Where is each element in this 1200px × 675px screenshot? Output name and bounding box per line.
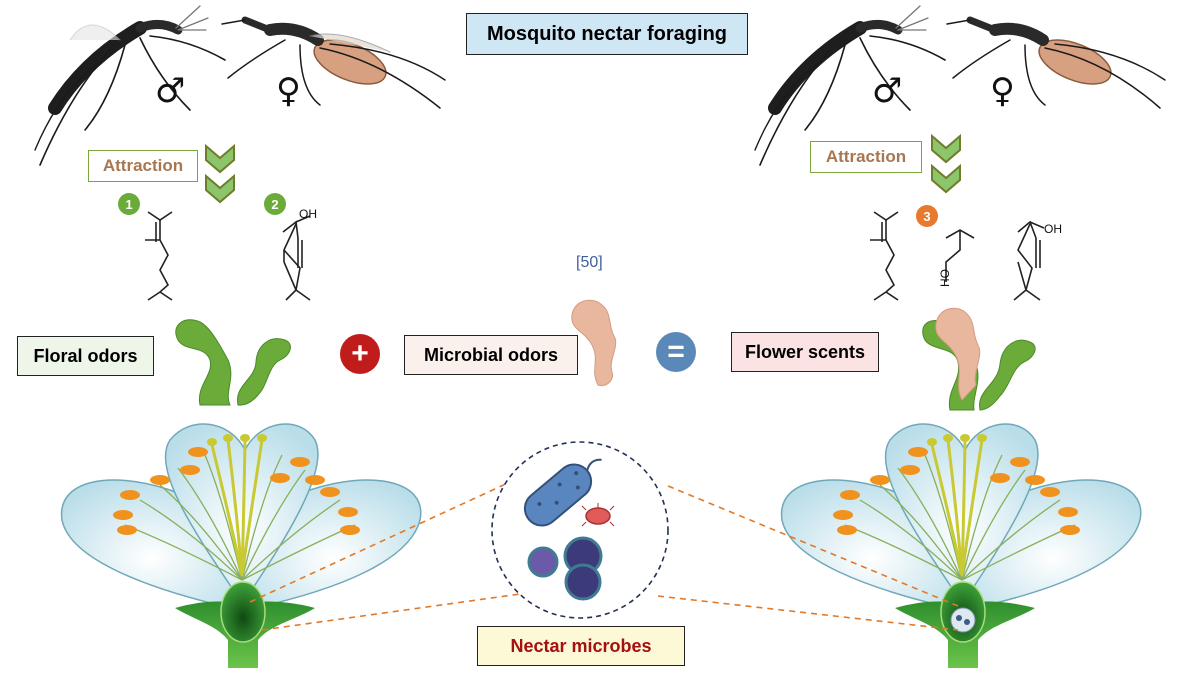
microbial-odors-label: Microbial odors — [404, 335, 578, 375]
molecule-1-right — [870, 211, 899, 301]
yeast-cells — [527, 536, 603, 601]
female-symbol-left: ♀ — [276, 71, 301, 111]
hydroxyl-label-compound-2: OH — [299, 207, 317, 221]
male-mosquito-left — [34, 5, 226, 166]
male-symbol-left: ♂ — [155, 71, 186, 111]
rod-bacterium — [523, 458, 602, 527]
floral-odor-plume-left-1 — [175, 319, 232, 406]
microbe-zoom-circle — [491, 441, 669, 619]
attraction-label-left: Attraction — [88, 150, 198, 182]
molecule-2-left — [282, 215, 311, 301]
microbial-odor-plume — [571, 299, 617, 387]
diagram-title: Mosquito nectar foraging — [466, 13, 748, 55]
reference-citation: [50] — [576, 254, 603, 271]
male-mosquito-right — [754, 5, 946, 166]
hydroxyl-label-compound-3: HO — [938, 269, 952, 287]
compound-badge-3: 3 — [916, 205, 938, 227]
female-mosquito-right — [946, 16, 1166, 109]
nectar-microbes-label: Nectar microbes — [477, 626, 685, 666]
zoom-connector-lines — [249, 481, 959, 631]
attraction-chevrons-right — [931, 133, 961, 194]
floral-odor-plume-left-2 — [237, 338, 291, 406]
male-symbol-right: ♂ — [872, 71, 903, 111]
compound-badge-1: 1 — [118, 193, 140, 215]
plus-operator: + — [340, 334, 380, 374]
floral-odors-label: Floral odors — [17, 336, 154, 376]
flower-scent-plumes-right — [922, 307, 1036, 411]
flower-right — [780, 423, 1142, 668]
red-microbe — [581, 503, 615, 527]
molecule-4-right — [1013, 220, 1045, 301]
molecule-1-left — [145, 211, 173, 301]
equals-operator: = — [656, 332, 696, 372]
molecule-3-right — [945, 229, 975, 282]
attraction-chevrons-left — [205, 143, 235, 204]
flower-left — [60, 423, 422, 668]
female-mosquito-left — [221, 16, 446, 109]
compound-badge-2: 2 — [264, 193, 286, 215]
attraction-label-right: Attraction — [810, 141, 922, 173]
hydroxyl-label-compound-right: OH — [1044, 222, 1062, 236]
female-symbol-right: ♀ — [990, 71, 1015, 111]
flower-scents-label: Flower scents — [731, 332, 879, 372]
